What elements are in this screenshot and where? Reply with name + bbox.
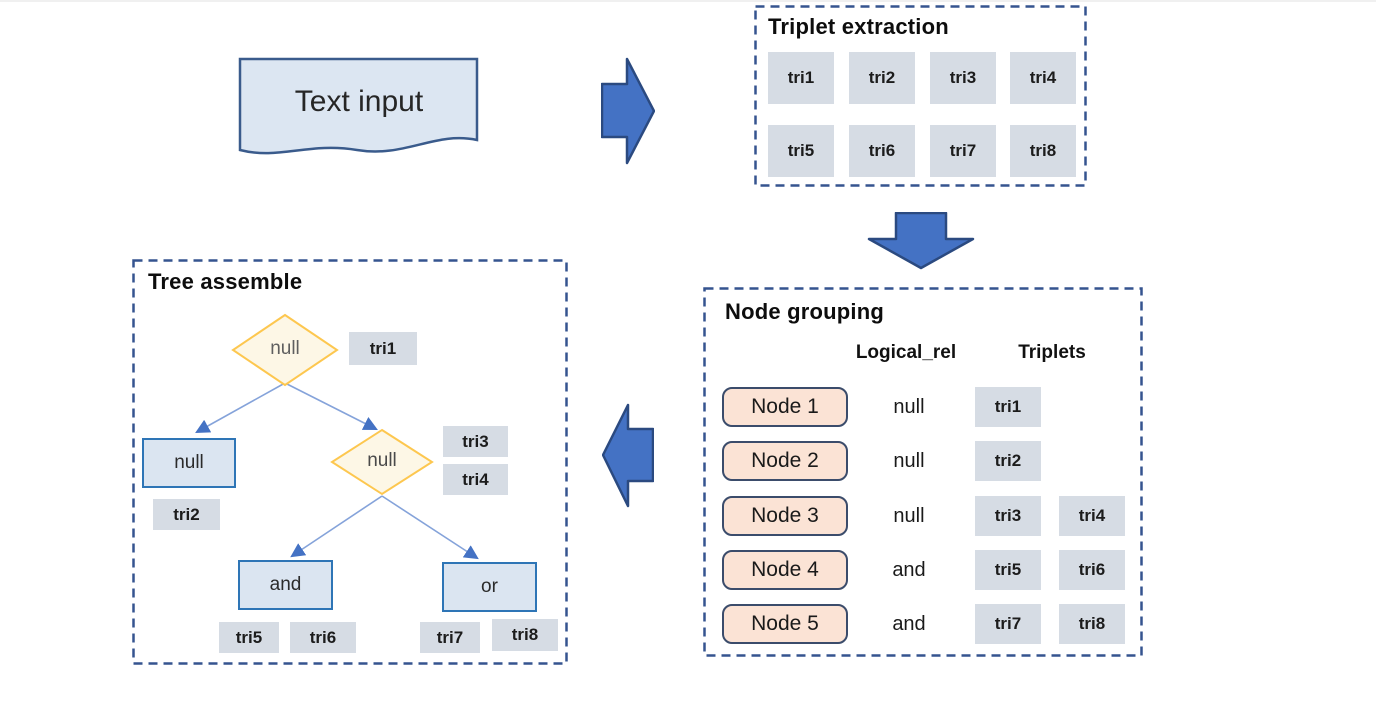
tree-node-or: or [442, 562, 537, 612]
triplet-tag: tri4 [443, 464, 508, 495]
text-input-shape [238, 57, 479, 155]
triplet-tag: tri4 [1010, 52, 1076, 104]
mid-diamond [330, 428, 434, 496]
mid-diamond-label: null [367, 450, 397, 471]
node-box: Node 3 [722, 496, 848, 536]
node-grouping-title: Node grouping [725, 299, 885, 324]
panel-triplet-extraction: Triplet extraction tri1 tri2 tri3 tri4 t… [754, 5, 1087, 187]
logical-rel-value: and [892, 558, 926, 581]
triplet-tag: tri6 [1059, 550, 1125, 590]
triplet-tag: tri2 [849, 52, 915, 104]
triplet-tag: tri1 [768, 52, 834, 104]
panel-node-grouping: Node grouping Logical_rel Triplets Node … [703, 287, 1143, 657]
tree-assemble-border [132, 259, 568, 665]
logical-rel-value: and [892, 612, 926, 635]
column-header-logical-rel: Logical_rel [855, 342, 957, 363]
triplet-tag: tri7 [930, 125, 996, 177]
triplet-tag: tri3 [975, 496, 1041, 536]
triplet-tag: tri7 [420, 622, 480, 653]
node-grouping-border [703, 287, 1143, 657]
node-box: Node 5 [722, 604, 848, 644]
triplet-tag: tri8 [492, 619, 558, 651]
flow-arrow-down-icon [867, 212, 975, 270]
triplet-extraction-border [754, 5, 1087, 187]
triplet-tag: tri3 [443, 426, 508, 457]
triplet-extraction-title: Triplet extraction [768, 14, 949, 39]
tree-node-and: and [238, 560, 333, 610]
tree-node-null: null [142, 438, 236, 488]
triplet-tag: tri8 [1059, 604, 1125, 644]
triplet-tag: tri8 [1010, 125, 1076, 177]
column-header-triplets: Triplets [1018, 342, 1086, 363]
root-diamond [231, 313, 339, 387]
root-diamond-label: null [270, 338, 300, 359]
triplet-tag: tri3 [930, 52, 996, 104]
triplet-tag: tri5 [975, 550, 1041, 590]
node-box: Node 1 [722, 387, 848, 427]
triplet-tag: tri4 [1059, 496, 1125, 536]
logical-rel-value: null [893, 449, 925, 472]
triplet-tag: tri2 [975, 441, 1041, 481]
tree-assemble-title: Tree assemble [148, 269, 303, 294]
flow-arrow-left-icon [602, 403, 654, 508]
logical-rel-value: null [893, 395, 925, 418]
logical-rel-value: null [893, 504, 925, 527]
triplet-tag: tri7 [975, 604, 1041, 644]
triplet-tag: tri2 [153, 499, 220, 530]
node-box: Node 4 [722, 550, 848, 590]
triplet-tag: tri1 [975, 387, 1041, 427]
triplet-tag: tri6 [849, 125, 915, 177]
triplet-tag: tri1 [349, 332, 417, 365]
flow-arrow-right-icon [601, 57, 655, 165]
panel-tree-assemble: Tree assemble null null null and or tri1… [132, 259, 568, 665]
triplet-tag: tri6 [290, 622, 356, 653]
tree-connectors [195, 313, 479, 560]
triplet-tag: tri5 [219, 622, 279, 653]
text-input-label: Text input [294, 85, 424, 118]
node-box: Node 2 [722, 441, 848, 481]
triplet-tag: tri5 [768, 125, 834, 177]
